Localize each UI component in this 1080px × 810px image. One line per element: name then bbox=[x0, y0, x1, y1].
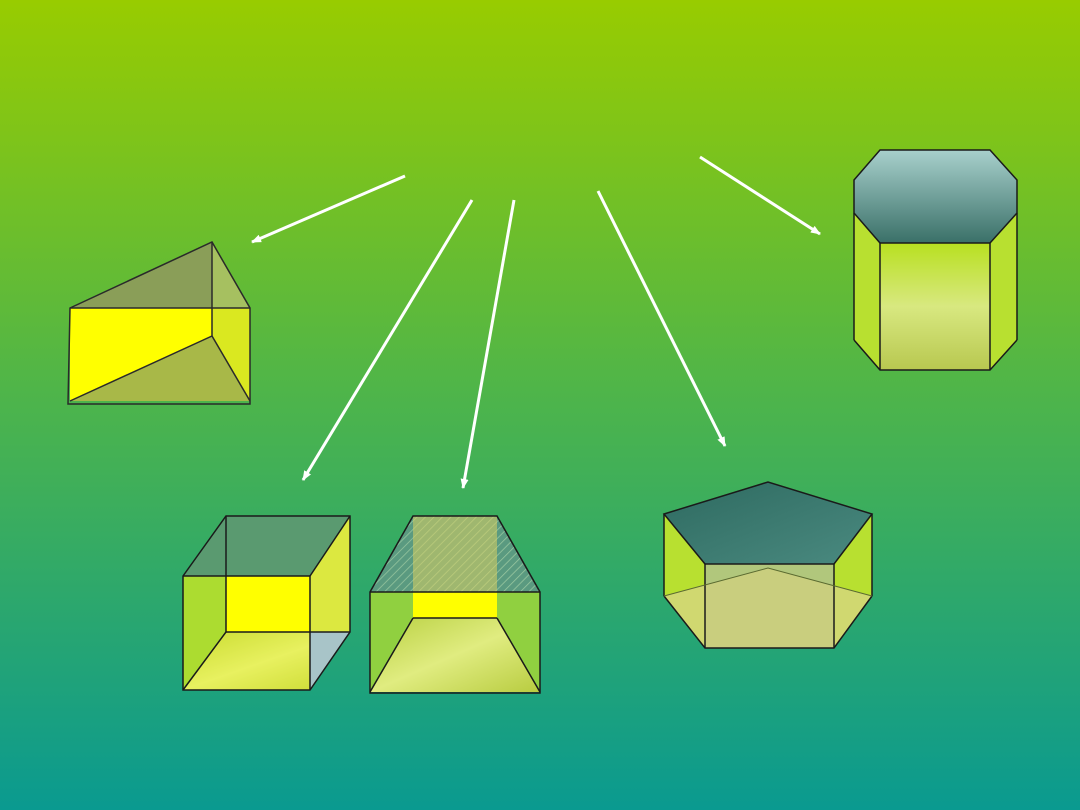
arrows bbox=[251, 155, 821, 489]
arrow-to-triangular-prism bbox=[251, 174, 406, 244]
hexagonal-prism bbox=[853, 149, 1018, 371]
arrow-to-hexagonal-prism bbox=[699, 155, 821, 236]
trapezoidal-prism bbox=[369, 515, 541, 694]
arrow-to-cube bbox=[301, 199, 474, 481]
arrow-to-trapezoidal-prism bbox=[460, 199, 516, 489]
arrow-to-pentagonal-prism bbox=[596, 190, 727, 447]
triangular-prism bbox=[67, 241, 251, 405]
pentagonal-prism bbox=[662, 481, 874, 649]
cube bbox=[182, 515, 351, 691]
